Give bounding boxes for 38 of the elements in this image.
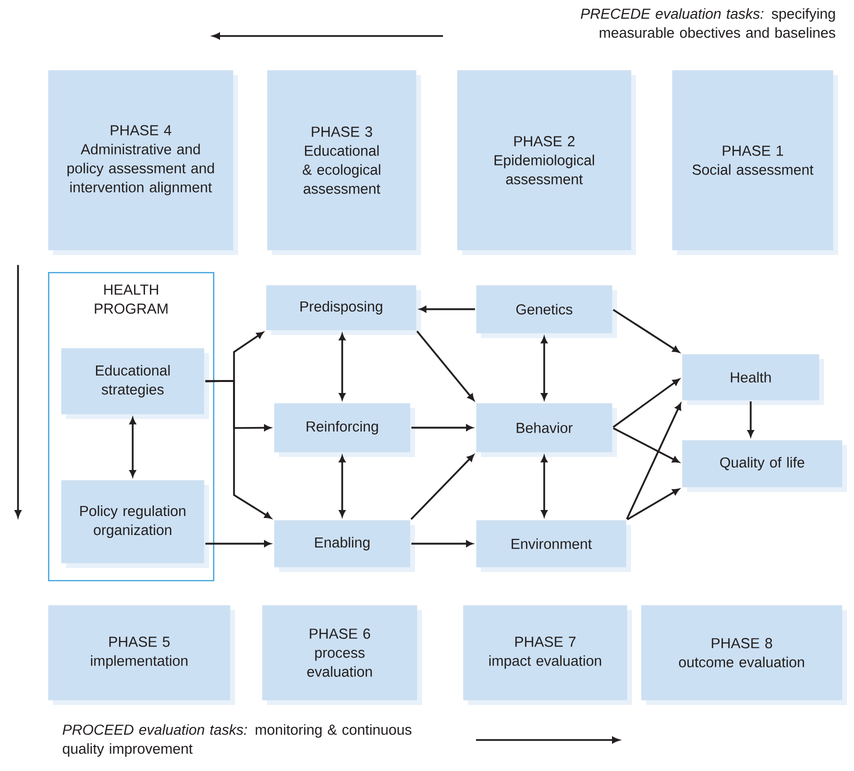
factor-box: Health [682, 354, 824, 405]
factor-box: Predisposing [266, 285, 421, 335]
factor-box: Environment [476, 520, 631, 572]
arrow [541, 336, 548, 400]
arrow [339, 334, 346, 400]
arrow [205, 380, 272, 519]
arrow [420, 306, 475, 312]
arrow [411, 424, 473, 431]
factor-box: Behavior [476, 403, 617, 457]
note-text: PROCEED evaluation tasks: monitoring & continuous quality improvement [62, 724, 412, 757]
arrow [416, 330, 474, 401]
factor-box: Educational strategies [61, 348, 209, 419]
phase-box: PHASE 6 process evaluation [262, 605, 422, 705]
arrow [748, 401, 754, 437]
factor-box: Genetics [476, 285, 617, 338]
arrow [130, 418, 136, 477]
arrow [339, 456, 346, 517]
arrow [541, 456, 548, 517]
phase-box: PHASE 3 Educational & ecological assessment [267, 70, 421, 255]
phase-box: PHASE 7 impact evaluation [463, 605, 632, 705]
phase-box: PHASE 5 implementation [48, 605, 235, 705]
phase-box: PHASE 4 Administrative and policy assessment and intervention alignment [48, 70, 238, 255]
factor-box: Quality of life [682, 440, 847, 492]
arrow [612, 427, 680, 463]
factor-box: Reinforcing [274, 403, 415, 457]
arrow [411, 540, 473, 547]
arrow [410, 454, 474, 520]
phase-box: PHASE 2 Epidemiological assessment [457, 70, 636, 255]
phase-box: PHASE 1 Social assessment [672, 70, 838, 255]
arrow [626, 403, 682, 520]
arrow [626, 488, 680, 520]
arrow [612, 308, 680, 353]
note-text: PRECEDE evaluation tasks: specifying measurable obectives and baselines [580, 8, 836, 38]
phase-box: PHASE 8 outcome evaluation [641, 605, 847, 705]
factor-box: Policy regulation organization [61, 480, 209, 568]
arrow [612, 378, 680, 428]
factor-box: Enabling [274, 520, 415, 572]
arrow [205, 540, 271, 547]
